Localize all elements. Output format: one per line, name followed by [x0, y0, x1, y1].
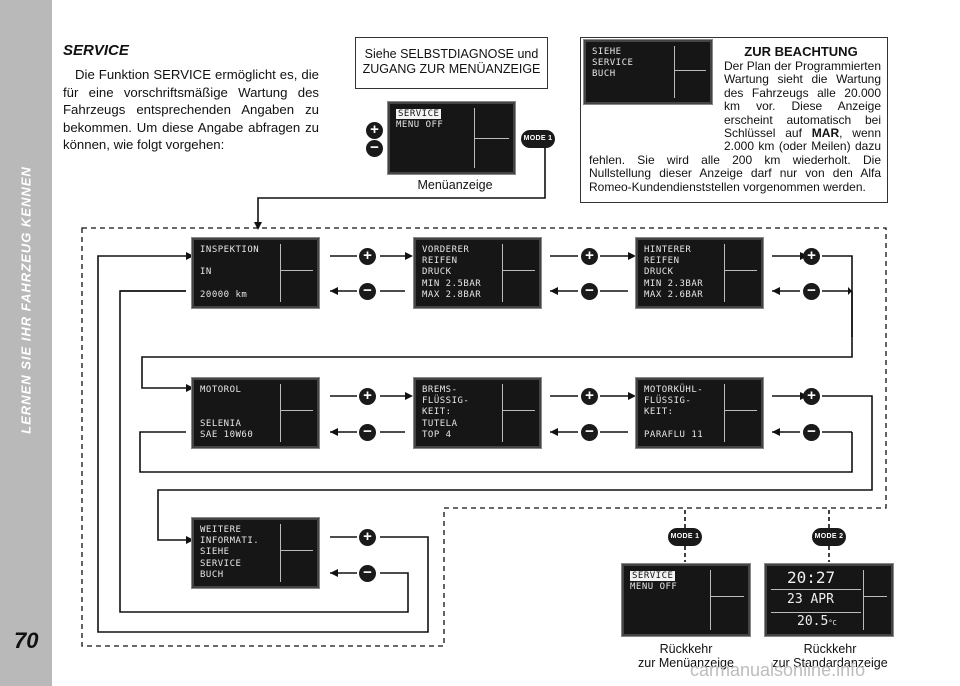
attention-text: Der Plan der Programmierten Wartung sieh…: [589, 59, 881, 194]
plus-button[interactable]: +: [359, 388, 376, 405]
screen-motorkuhl: MOTORKÜHL- FLÜSSIG- KEIT: PARAFLU 11: [636, 378, 763, 448]
reference-box: Siehe SELBSTDIAGNOSE und ZUGANG ZUR MENÜ…: [355, 37, 548, 89]
mode2-button[interactable]: MODE 2: [812, 528, 846, 546]
menu-display: SERVICE MENU OFF: [388, 102, 515, 174]
plus-button[interactable]: +: [803, 388, 820, 405]
minus-button[interactable]: −: [803, 424, 820, 441]
plus-button[interactable]: +: [581, 388, 598, 405]
minus-button[interactable]: −: [359, 565, 376, 582]
screen-hinterer: HINTERER REIFEN DRUCK MIN 2.3BAR MAX 2.6…: [636, 238, 763, 308]
return-menu-display: SERVICE MENU OFF: [622, 564, 750, 636]
minus-button[interactable]: −: [359, 283, 376, 300]
page-number: 70: [14, 628, 39, 653]
screen-brems: BREMS- FLÜSSIG- KEIT: TUTELA TOP 4: [414, 378, 541, 448]
return-standard-caption: Rückkehr zur Standardanzeige: [772, 642, 888, 670]
reference-line1: Siehe SELBSTDIAGNOSE und: [364, 47, 539, 61]
plus-button[interactable]: +: [359, 248, 376, 265]
menu-highlight: SERVICE: [396, 109, 442, 119]
attention-box: SIEHE SERVICE BUCH ZUR BEACHTUNG Der Pla…: [580, 37, 888, 203]
screen-inspektion: INSPEKTION IN 20000 km: [192, 238, 319, 308]
reference-line2: ZUGANG ZUR MENÜANZEIGE: [362, 62, 541, 76]
menu-line2: MENU OFF: [396, 120, 444, 131]
screen-vorderer: VORDERER REIFEN DRUCK MIN 2.5BAR MAX 2.8…: [414, 238, 541, 308]
menu-caption: Menüanzeige: [417, 178, 493, 192]
screen-weitere: WEITERE INFORMATI. SIEHE SERVICE BUCH: [192, 518, 319, 588]
minus-button[interactable]: −: [359, 424, 376, 441]
clock-date: 23 APR: [787, 592, 834, 607]
attention-lcd: SIEHE SERVICE BUCH: [584, 40, 712, 104]
clock-temp: 20.5°C: [797, 614, 837, 629]
plus-button[interactable]: +: [366, 122, 383, 139]
watermark: carmanualsonline.info: [690, 660, 866, 680]
minus-button[interactable]: −: [581, 424, 598, 441]
return-menu-caption: Rückkehr zur Menüanzeige: [638, 642, 734, 670]
section-heading: SERVICE: [63, 42, 129, 59]
mode1-button[interactable]: MODE 1: [668, 528, 702, 546]
minus-button[interactable]: −: [581, 283, 598, 300]
screen-motorol: MOTOROL SELENIA SAE 10W60: [192, 378, 319, 448]
plus-button[interactable]: +: [803, 248, 820, 265]
mode1-button[interactable]: MODE 1: [521, 130, 555, 148]
sidebar: LERNEN SIE IHR FAHRZEUG KENNEN 70: [0, 0, 52, 686]
minus-button[interactable]: −: [366, 140, 383, 157]
return-standard-display: 20:27 23 APR 20.5°C: [765, 564, 893, 636]
clock-time: 20:27: [787, 568, 836, 587]
intro-paragraph: Die Funktion SERVICE ermöglicht es, die …: [63, 67, 319, 153]
attention-title: ZUR BEACHTUNG: [744, 44, 858, 59]
plus-button[interactable]: +: [581, 248, 598, 265]
minus-button[interactable]: −: [803, 283, 820, 300]
plus-button[interactable]: +: [359, 529, 376, 546]
